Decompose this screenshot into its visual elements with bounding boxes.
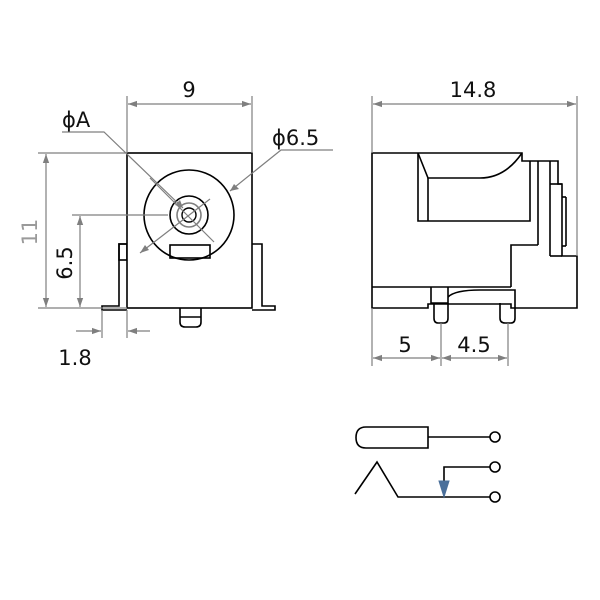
front-left-small-tab	[118, 243, 128, 261]
side-dimensions	[371, 96, 578, 366]
schematic-symbol	[354, 426, 501, 503]
front-dimensions	[38, 96, 333, 338]
front-view	[101, 152, 276, 328]
phi-65-leader	[229, 149, 333, 192]
side-view	[371, 152, 578, 324]
side-pin-spacing-label: 4.5	[457, 333, 490, 357]
side-left-pin	[430, 287, 449, 304]
front-jack-ring	[169, 195, 209, 235]
front-tab-offset-label: 1.8	[58, 346, 91, 370]
schematic-terminal-3	[489, 491, 501, 503]
side-right-pin	[447, 289, 516, 303]
front-right-tab	[252, 243, 276, 311]
side-body-outline	[371, 152, 578, 309]
phi-a-label: ϕA	[62, 108, 91, 132]
front-bottom-pin	[179, 308, 202, 328]
front-slot	[169, 244, 211, 259]
phi-65-label: ϕ6.5	[272, 126, 319, 150]
side-pin-offset-label: 5	[398, 333, 411, 357]
front-width-label: 9	[182, 78, 195, 102]
front-height-total-label: 11	[18, 219, 42, 246]
front-left-tab	[101, 243, 127, 311]
front-jack-pin-core	[181, 207, 197, 223]
phi-a-leader	[62, 131, 184, 209]
front-diameter-line	[139, 198, 211, 254]
front-jack-pin	[176, 202, 202, 228]
side-top-cavity	[417, 153, 531, 222]
front-height-center-label: 6.5	[53, 246, 77, 279]
schematic-switch-arrow	[438, 480, 450, 499]
schematic-switch	[443, 466, 490, 484]
schematic-terminal-2	[489, 461, 501, 473]
schematic-terminal-1	[489, 431, 501, 443]
side-length-label: 14.8	[450, 78, 497, 102]
schematic-plug	[355, 426, 429, 449]
